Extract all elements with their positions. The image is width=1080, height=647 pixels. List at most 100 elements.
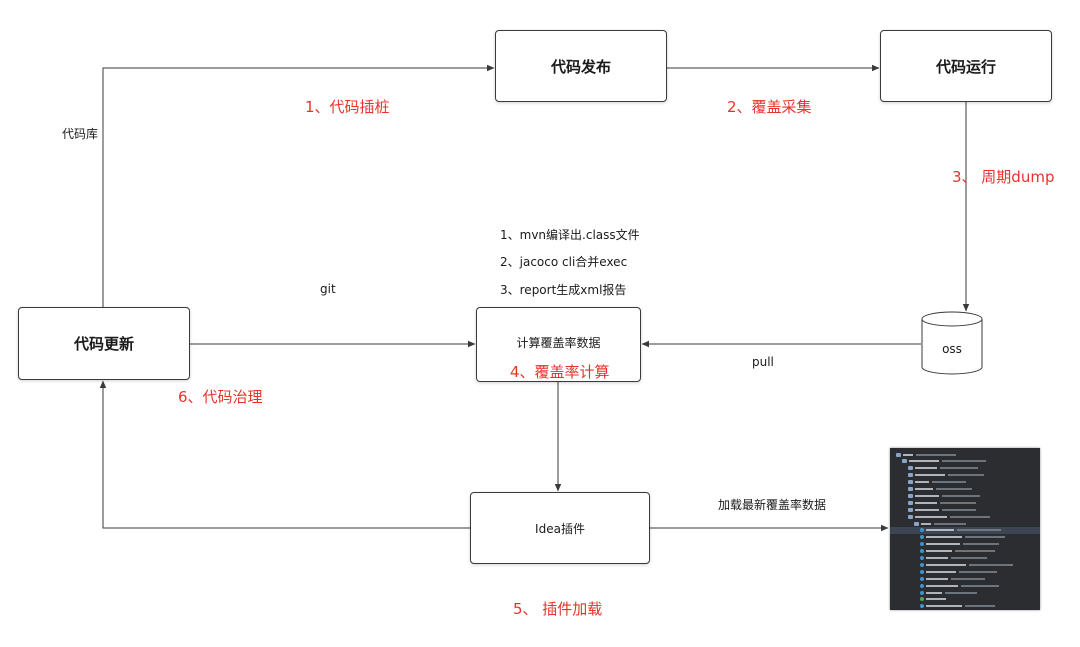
tree-item-name [909, 460, 939, 463]
coverage-tree-row [890, 506, 1040, 513]
arrow-update-to-release [102, 64, 495, 307]
tree-item-name [915, 508, 939, 511]
package-folder-icon [908, 466, 913, 471]
coverage-tree-row [890, 555, 1040, 562]
coverage-tree-row [890, 486, 1040, 493]
tree-item-name [915, 501, 937, 504]
tree-item-coverage [950, 515, 990, 518]
tree-item-name [915, 467, 937, 470]
tree-item-name [926, 577, 948, 580]
coverage-tree-row [890, 492, 1040, 499]
coverage-tree-row [890, 596, 1040, 603]
oss-label: oss [942, 342, 962, 356]
tree-item-name [926, 605, 962, 608]
tree-item-coverage [951, 557, 987, 559]
class-icon [920, 590, 924, 595]
tree-item-coverage [942, 508, 976, 511]
tree-item-name [915, 515, 947, 518]
compute-coverage-label: 计算覆盖率数据 [516, 336, 601, 350]
package-folder-icon [908, 473, 913, 478]
tree-item-name [915, 488, 933, 490]
tree-item-coverage [940, 501, 976, 504]
code-update-box: 代码更新 [18, 307, 190, 380]
coverage-tree-row [890, 472, 1040, 479]
tree-item-name [903, 453, 913, 456]
coverage-tree-row [890, 548, 1040, 555]
tree-item-coverage [932, 481, 966, 484]
tree-item-coverage [942, 460, 986, 463]
tree-item-name [926, 584, 958, 587]
class-icon [920, 576, 924, 581]
tree-item-coverage [961, 584, 999, 587]
coverage-tree-row [890, 575, 1040, 582]
class-icon [920, 528, 924, 533]
package-folder-icon [902, 459, 907, 464]
coverage-tree-row [890, 451, 1040, 458]
tree-item-coverage [945, 591, 977, 594]
package-folder-icon [908, 493, 913, 498]
tree-item-coverage [916, 453, 956, 456]
coverage-tree-row [890, 520, 1040, 527]
class-icon [920, 569, 924, 574]
tree-item-coverage [942, 494, 980, 497]
tree-item-name [926, 598, 946, 601]
class-icon [920, 556, 924, 560]
step5-label: 5、 插件加载 [513, 600, 603, 618]
class-icon [920, 583, 924, 588]
class-icon [920, 562, 924, 567]
coverage-tree-row [890, 513, 1040, 520]
coverage-tree-row [890, 541, 1040, 548]
step2-label: 2、覆盖采集 [727, 98, 812, 116]
package-folder-icon [908, 514, 913, 519]
class-icon [920, 549, 924, 554]
tree-item-coverage [934, 522, 966, 525]
package-folder-icon [908, 500, 913, 505]
repo-label: 代码库 [62, 127, 99, 141]
class-icon [920, 542, 924, 547]
package-folder-icon [896, 452, 901, 457]
step4-label: 4、覆盖率计算 [510, 363, 610, 381]
step1-label: 1、代码插桩 [305, 98, 390, 116]
class-icon [920, 604, 924, 609]
tree-item-name [926, 529, 954, 532]
tree-item-coverage [951, 577, 985, 580]
tree-item-coverage [948, 474, 984, 477]
code-release-box: 代码发布 [495, 30, 667, 102]
coverage-tree-row [890, 603, 1040, 610]
tree-item-name [926, 543, 960, 546]
cylinder-shape [921, 311, 983, 375]
tree-item-name [926, 591, 942, 594]
compute-note-1: 1、mvn编译出.class文件 [500, 228, 640, 242]
tree-item-name [915, 494, 939, 497]
code-run-label: 代码运行 [935, 57, 996, 76]
step3-label: 3、 周期dump [952, 168, 1055, 186]
tree-item-name [926, 570, 956, 573]
tree-item-coverage [940, 467, 978, 470]
coverage-tree-row [890, 479, 1040, 486]
code-release-label: 代码发布 [550, 57, 611, 76]
tree-item-name [915, 481, 929, 484]
tree-item-name [926, 557, 948, 559]
compute-coverage-box: 计算覆盖率数据 [476, 307, 641, 382]
pull-label: pull [752, 355, 774, 369]
tree-item-name [926, 563, 966, 566]
compute-note-3: 3、report生成xml报告 [500, 283, 627, 297]
tree-item-name [926, 536, 962, 539]
tree-item-coverage [955, 550, 995, 553]
coverage-tree-row [890, 582, 1040, 589]
load-latest-label: 加载最新覆盖率数据 [718, 498, 827, 512]
idea-plugin-label: Idea插件 [535, 521, 585, 536]
tree-item-coverage [959, 570, 997, 573]
tree-item-coverage [965, 536, 1005, 539]
coverage-tree-row [890, 589, 1040, 596]
arrow-plugin-to-update [99, 380, 470, 529]
coverage-tree-row [890, 568, 1040, 575]
tree-item-name [915, 474, 945, 477]
class-icon [920, 597, 924, 602]
coverage-tree-row [890, 534, 1040, 541]
git-label: git [320, 282, 336, 296]
ide-coverage-screenshot [890, 448, 1040, 610]
tree-item-coverage [957, 529, 1001, 532]
